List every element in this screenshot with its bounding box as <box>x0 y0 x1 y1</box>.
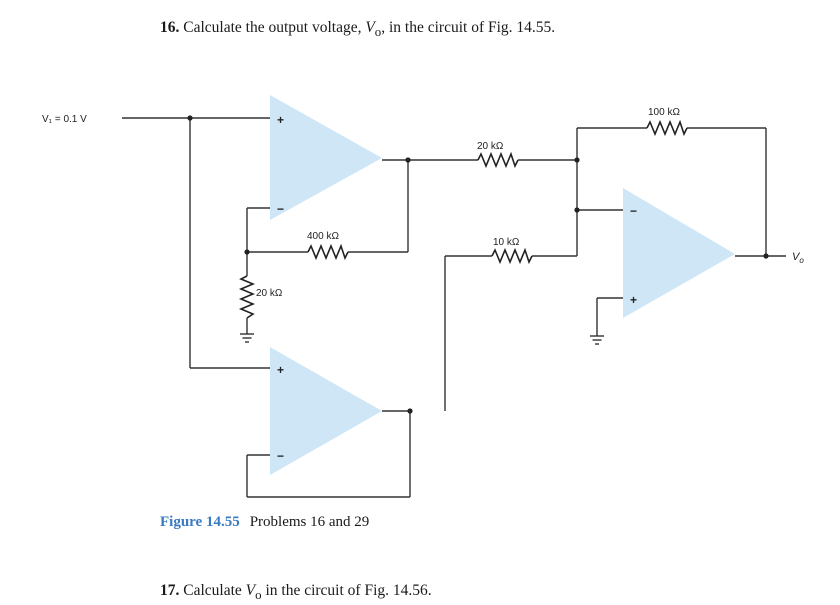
junction-dot <box>405 157 411 163</box>
resistor-100k <box>646 119 688 137</box>
problem-text-after: in the circuit of Fig. 14.56. <box>261 582 432 599</box>
opamp1-minus-sign: − <box>277 202 284 216</box>
problem-text-before: Calculate the output voltage, <box>183 19 366 36</box>
variable-sub: o <box>255 587 262 603</box>
problem-number: 17. <box>160 582 180 599</box>
opamp2-plus-sign: + <box>277 363 284 377</box>
wires <box>122 117 786 498</box>
problem-text-before: Calculate <box>183 582 246 599</box>
opamp1-plus-sign: + <box>277 113 284 127</box>
output-voltage-sub: o <box>799 256 804 265</box>
junction-dot <box>574 157 580 163</box>
junction-dot <box>574 207 580 213</box>
resistor-20k-top-label: 20 kΩ <box>477 141 504 152</box>
resistor-10k-label: 10 kΩ <box>493 237 520 248</box>
figure-caption: Figure 14.55 Problems 16 and 29 <box>160 514 369 531</box>
resistor-10k <box>491 247 533 265</box>
figure-label: Figure 14.55 <box>160 514 240 530</box>
opamp2-minus-sign: − <box>277 449 284 463</box>
opamp-1 <box>270 95 382 220</box>
input-voltage-label: V₁ = 0.1 V <box>42 114 87 125</box>
figure-caption-text: Problems 16 and 29 <box>249 514 370 530</box>
problem-16: 16. Calculate the output voltage, Vo, in… <box>160 19 555 40</box>
junction-dot <box>187 115 193 121</box>
resistor-400k <box>307 243 349 261</box>
resistor-20k-ground-label: 20 kΩ <box>256 288 283 299</box>
output-voltage-main: V <box>792 251 801 263</box>
opamp3-minus-sign: − <box>630 204 637 218</box>
resistor-20k-top <box>477 151 519 169</box>
variable-v: V <box>365 19 375 36</box>
variable-sub: o <box>374 24 382 40</box>
opamp-3 <box>623 188 735 318</box>
resistor-20k-ground <box>238 275 256 319</box>
junction-dot <box>244 249 250 255</box>
opamp3-plus-sign: + <box>630 293 637 307</box>
junction-dot <box>763 253 769 259</box>
problem-17: 17. Calculate Vo in the circuit of Fig. … <box>160 582 432 603</box>
junction-dot <box>407 408 413 414</box>
problem-text-after: , in the circuit of Fig. 14.55. <box>381 19 556 36</box>
variable-v: V <box>245 582 256 599</box>
resistor-400k-label: 400 kΩ <box>307 231 339 242</box>
problem-number: 16. <box>160 19 180 36</box>
resistor-100k-label: 100 kΩ <box>648 107 680 118</box>
output-voltage-label: Vo <box>792 251 804 265</box>
opamp-2 <box>270 347 382 475</box>
